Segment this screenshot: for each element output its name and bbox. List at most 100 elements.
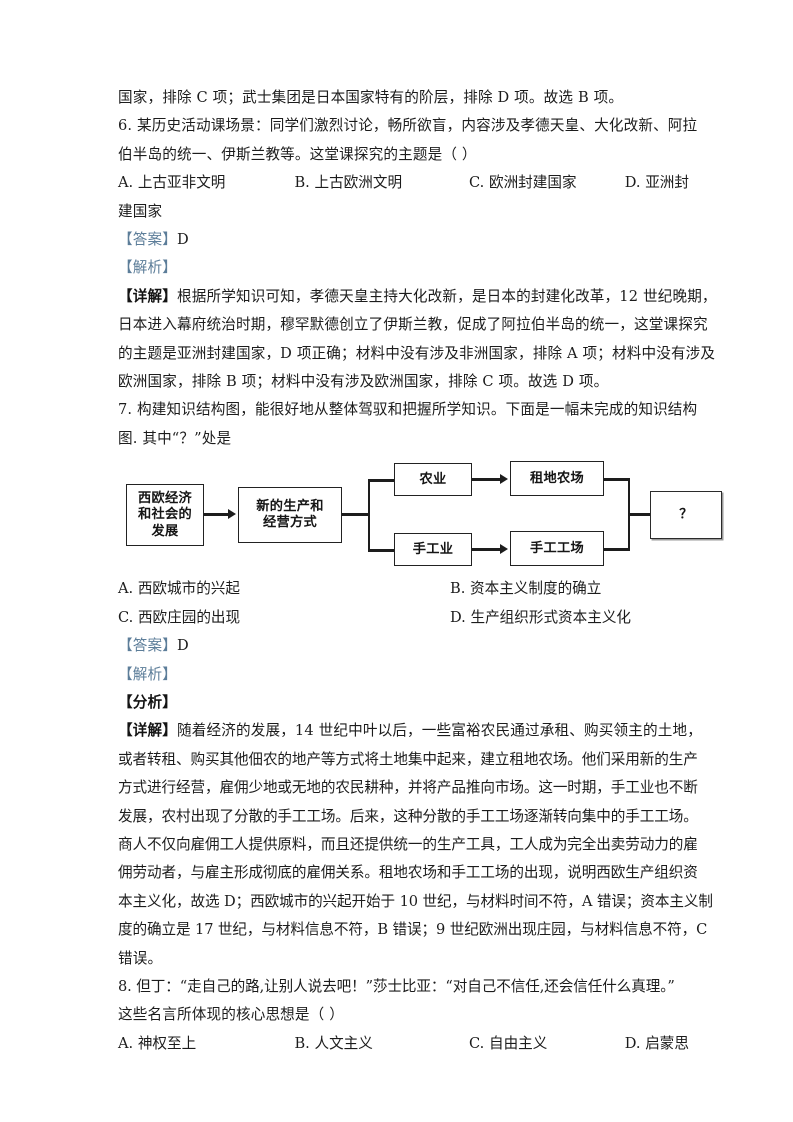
question-6-option-d[interactable]: D. 亚洲封	[625, 169, 689, 197]
option-key: B.	[450, 580, 466, 598]
question-8-stem-line-2: 这些名言所体现的核心思想是（ ）	[118, 1006, 344, 1024]
question-7-option-a[interactable]: A. 西欧城市的兴起	[118, 575, 450, 603]
diagram-node-handicraft: 手工业	[394, 533, 472, 567]
detail-marker: 【详解】	[118, 722, 177, 740]
edge-split-vertical	[368, 479, 371, 552]
answer-marker: 【答案】	[118, 637, 177, 655]
diagram-node-handicraft-workshop: 手工工场	[510, 531, 604, 567]
detail-text: 根据所学知识可知，孝德天皇主持大化改新，是日本的封建化改革，12 世纪晚期，	[176, 287, 717, 305]
question-6-analysis-marker-row: 【解析】	[118, 254, 689, 282]
question-7-detail-line-3: 方式进行经营，雇佣少地或无地的农民耕种，并将产品推向市场。这一时期，手工业也不断	[118, 779, 698, 797]
option-label: 上古亚非文明	[137, 174, 226, 192]
option-key: C.	[469, 1034, 485, 1052]
question-6-option-b[interactable]: B. 上古欧洲文明	[294, 169, 469, 197]
question-8-option-a[interactable]: A. 神权至上	[118, 1030, 294, 1058]
option-label: 生产组织形式资本主义化	[470, 608, 632, 626]
option-label: 上古欧洲文明	[314, 174, 403, 192]
edge-n3-n5	[472, 478, 502, 481]
option-label: 西欧城市的兴起	[137, 580, 240, 598]
answer-marker: 【答案】	[118, 231, 177, 249]
question-7-analysis-marker-row: 【解析】	[118, 661, 689, 689]
option-key: A.	[118, 174, 134, 192]
question-7-options-row-2: C. 西欧庄园的出现 D. 生产组织形式资本主义化	[118, 604, 689, 632]
question-8-option-d[interactable]: D. 启蒙思	[625, 1030, 689, 1058]
question-7-stem-line-2: 图. 其中“？”处是	[118, 429, 232, 447]
node-line-3: 发展	[151, 523, 179, 539]
arrow-n1-n2-icon	[228, 509, 236, 520]
question-7-breakdown-marker-row: 【分析】	[118, 689, 689, 717]
node-line-1: 手工工场	[530, 540, 584, 556]
question-6-answer-row: 【答案】D	[118, 226, 689, 254]
question-6-detail-line-1: 【详解】根据所学知识可知，孝德天皇主持大化改新，是日本的封建化改革，12 世纪晚…	[118, 283, 717, 311]
question-6-stem-line-2: 伯半岛的统一、伊斯兰教等。这堂课探究的主题是（ ）	[118, 145, 477, 163]
question-8-stem-line-1: 8. 但丁：“走自己的路,让别人说去吧！”莎士比亚：“对自己不信任,还会信任什么…	[118, 973, 689, 1001]
question-8-number: 8.	[118, 977, 132, 995]
diagram-node-western-europe-economy: 西欧经济 和社会的 发展	[126, 484, 204, 547]
option-label: 欧洲封建国家	[488, 174, 577, 192]
option-key: A.	[118, 1034, 134, 1052]
option-label: 自由主义	[488, 1034, 548, 1052]
diagram-node-unknown: ？	[650, 491, 722, 540]
question-6-detail-line-2: 日本进入幕府统治时期，穆罕默德创立了伊斯兰教，促成了阿拉伯半岛的统一，这堂课探究	[118, 316, 708, 334]
question-7-detail-line-5: 商人不仅向雇佣工人提供原料，而且还提供统一的生产工具，工人成为完全出卖劳动力的雇	[118, 835, 698, 853]
edge-merge-bottom	[604, 548, 630, 551]
question-8-option-b[interactable]: B. 人文主义	[294, 1030, 469, 1058]
node-line-1: 农业	[419, 471, 447, 487]
analysis-marker: 【解析】	[118, 259, 177, 277]
question-6-option-c[interactable]: C. 欧洲封建国家	[469, 169, 625, 197]
option-label: 亚洲封	[645, 174, 689, 192]
edge-n4-n6	[472, 548, 502, 551]
question-6-options: A. 上古亚非文明 B. 上古欧洲文明 C. 欧洲封建国家 D. 亚洲封	[118, 169, 689, 197]
option-label: 神权至上	[137, 1034, 197, 1052]
question-6-stem-line-1: 6. 某历史活动课场景：同学们激烈讨论，畅所欲盲，内容涉及孝德天皇、大化改新、阿…	[118, 112, 697, 140]
question-7-option-c[interactable]: C. 西欧庄园的出现	[118, 604, 450, 632]
question-8-option-c[interactable]: C. 自由主义	[469, 1030, 625, 1058]
question-6-option-a[interactable]: A. 上古亚非文明	[118, 169, 294, 197]
edge-merge-to-unknown	[628, 513, 652, 516]
q5-explanation-tail: 国家，排除 C 项；武士集团是日本国家特有的阶层，排除 D 项。故选 B 项。	[118, 89, 624, 106]
node-line-1: 新的生产和	[256, 498, 324, 514]
question-8-options: A. 神权至上 B. 人文主义 C. 自由主义 D. 启蒙思	[118, 1030, 689, 1058]
node-line-1: 西欧经济	[138, 490, 192, 506]
question-7-answer-value: D	[176, 637, 189, 655]
question-7-option-b[interactable]: B. 资本主义制度的确立	[450, 575, 601, 603]
option-label: 人文主义	[314, 1034, 373, 1052]
question-6-detail-line-4: 欧洲国家，排除 B 项；材料中没有涉及欧洲国家，排除 C 项。故选 D 项。	[118, 373, 609, 391]
breakdown-marker: 【分析】	[118, 693, 177, 711]
question-7-number: 7.	[118, 401, 133, 419]
diagram-node-agriculture: 农业	[394, 463, 472, 497]
edge-n2-stem	[342, 513, 370, 516]
detail-text: 随着经济的发展，14 世纪中叶以后，一些富裕农民通过承租、购买领主的土地，	[176, 722, 702, 740]
question-7-detail-line-4: 发展，农村出现了分散的手工工场。后来，这种分散的手工工场逐渐转向集中的手工工场。	[118, 807, 698, 825]
analysis-marker: 【解析】	[118, 665, 177, 683]
question-7-detail-line-6: 佣劳动者，与雇主形成彻底的雇佣关系。租地农场和手工工场的出现，说明西欧生产组织资	[118, 864, 698, 882]
question-6-number: 6.	[118, 117, 133, 135]
node-line-1: ？	[679, 507, 693, 523]
question-7-option-d[interactable]: D. 生产组织形式资本主义化	[450, 604, 631, 632]
diagram-node-new-production-mode: 新的生产和 经营方式	[238, 487, 342, 544]
option-label: 西欧庄园的出现	[137, 608, 241, 626]
option-key: A.	[118, 580, 134, 598]
question-6-detail-line-3: 的主题是亚洲封建国家，D 项正确；材料中没有涉及非洲国家，排除 A 项；材料中没…	[118, 344, 716, 362]
question-7-detail-line-7: 本主义化，故选 D；西欧城市的兴起开始于 10 世纪，与材料时间不符，A 错误；…	[118, 892, 713, 910]
node-line-2: 和社会的	[138, 507, 192, 523]
question-8-stem-text-1: 但丁：“走自己的路,让别人说去吧！”莎士比亚：“对自己不信任,还会信任什么真理。…	[136, 977, 675, 995]
option-label: 启蒙思	[645, 1034, 689, 1052]
question-7-options-row-1: A. 西欧城市的兴起 B. 资本主义制度的确立	[118, 575, 689, 603]
edge-split-bottom	[368, 549, 396, 552]
question-7-detail-line-9: 错误。	[118, 949, 163, 967]
option-key: D.	[624, 174, 641, 192]
node-line-2: 经营方式	[263, 515, 317, 531]
question-7-detail-line-8: 度的确立是 17 世纪，与材料信息不符，B 错误；9 世纪欧洲出现庄园，与材料信…	[118, 921, 708, 939]
option-key: D.	[624, 1034, 641, 1052]
arrow-n3-n5-icon	[500, 474, 508, 485]
option-key: C.	[469, 174, 485, 192]
option-key: B.	[294, 174, 310, 192]
question-7-stem-line-1: 7. 构建知识结构图，能很好地从整体驾驭和把握所学知识。下面是一幅未完成的知识结…	[118, 396, 697, 424]
option-key: B.	[294, 1034, 310, 1052]
option-key: C.	[118, 608, 134, 626]
knowledge-structure-diagram: 西欧经济 和社会的 发展 新的生产和 经营方式 农业 手工业	[118, 459, 722, 571]
arrow-n4-n6-icon	[500, 544, 508, 555]
edge-merge-top	[604, 478, 630, 481]
